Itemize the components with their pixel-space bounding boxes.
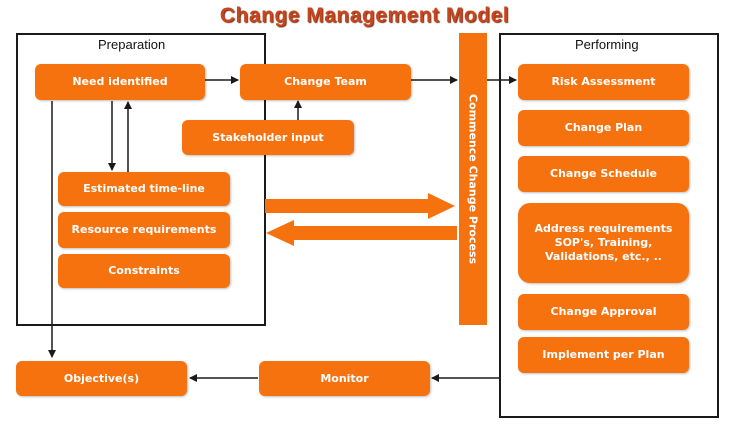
estimated-timeline-box: Estimated time-line xyxy=(58,172,230,206)
commence-change-process-bar xyxy=(459,33,487,325)
need-identified-box: Need identified xyxy=(35,64,205,100)
commence-change-process-label: Commence Change Process xyxy=(466,93,480,265)
change-approval-box: Change Approval xyxy=(518,294,689,330)
change-schedule-box: Change Schedule xyxy=(518,156,689,192)
constraints-box: Constraints xyxy=(58,254,230,288)
address-requirements-box: Address requirements SOP's, Training, Va… xyxy=(518,203,689,283)
monitor-box: Monitor xyxy=(259,361,430,396)
implement-per-plan-box: Implement per Plan xyxy=(518,337,689,373)
performing-label: Performing xyxy=(575,37,639,52)
diagram-title: Change Management Model xyxy=(219,4,510,27)
preparation-label: Preparation xyxy=(98,37,166,52)
resource-requirements-box: Resource requirements xyxy=(58,212,230,248)
risk-assessment-box: Risk Assessment xyxy=(518,64,689,100)
change-team-box: Change Team xyxy=(240,64,411,100)
stakeholder-input-box: Stakeholder input xyxy=(182,120,354,155)
objectives-box: Objective(s) xyxy=(16,361,187,396)
big-arrow-right xyxy=(265,193,455,219)
big-arrow-left xyxy=(266,220,457,246)
change-plan-box: Change Plan xyxy=(518,110,689,146)
